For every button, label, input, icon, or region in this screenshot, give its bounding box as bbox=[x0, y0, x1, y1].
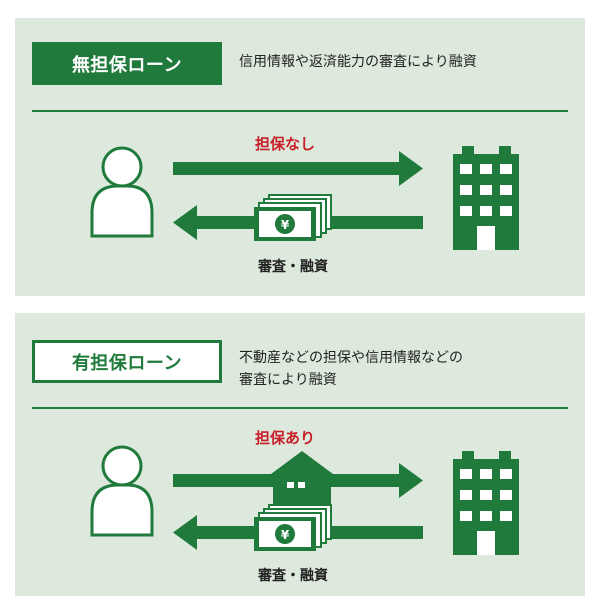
person-icon bbox=[90, 146, 154, 238]
secured-loan-description: 不動産などの担保や信用情報などの 審査により融資 bbox=[239, 350, 463, 388]
money-stack-icon: ¥ bbox=[254, 194, 332, 241]
building-icon bbox=[453, 146, 519, 250]
unsecured-loan-description: 信用情報や返済能力の審査により融資 bbox=[239, 54, 477, 70]
arrow-right-icon bbox=[173, 151, 423, 186]
secured-loan-title: 有担保ローン bbox=[32, 340, 222, 383]
with-collateral-label: 担保あり bbox=[254, 429, 315, 447]
yen-symbol: ¥ bbox=[281, 218, 290, 232]
building-icon bbox=[453, 451, 519, 555]
person-icon bbox=[90, 445, 154, 537]
money-stack-icon: ¥ bbox=[254, 504, 332, 551]
unsecured-loan-title: 無担保ローン bbox=[32, 42, 222, 85]
screening-financing-label: 審査・融資 bbox=[258, 259, 328, 275]
divider bbox=[32, 407, 568, 409]
screening-financing-label: 審査・融資 bbox=[258, 568, 328, 584]
secured-loan-diagram: ¥ bbox=[90, 445, 519, 555]
house-icon bbox=[267, 451, 337, 505]
secured-loan-panel: 有担保ローン 不動産などの担保や信用情報などの 審査により融資 bbox=[15, 313, 585, 596]
unsecured-loan-panel: 無担保ローン 信用情報や返済能力の審査により融資 ¥ bbox=[15, 18, 585, 296]
unsecured-loan-diagram: ¥ bbox=[90, 146, 519, 250]
divider bbox=[32, 110, 568, 112]
no-collateral-label: 担保なし bbox=[254, 135, 315, 153]
yen-symbol: ¥ bbox=[281, 528, 290, 542]
